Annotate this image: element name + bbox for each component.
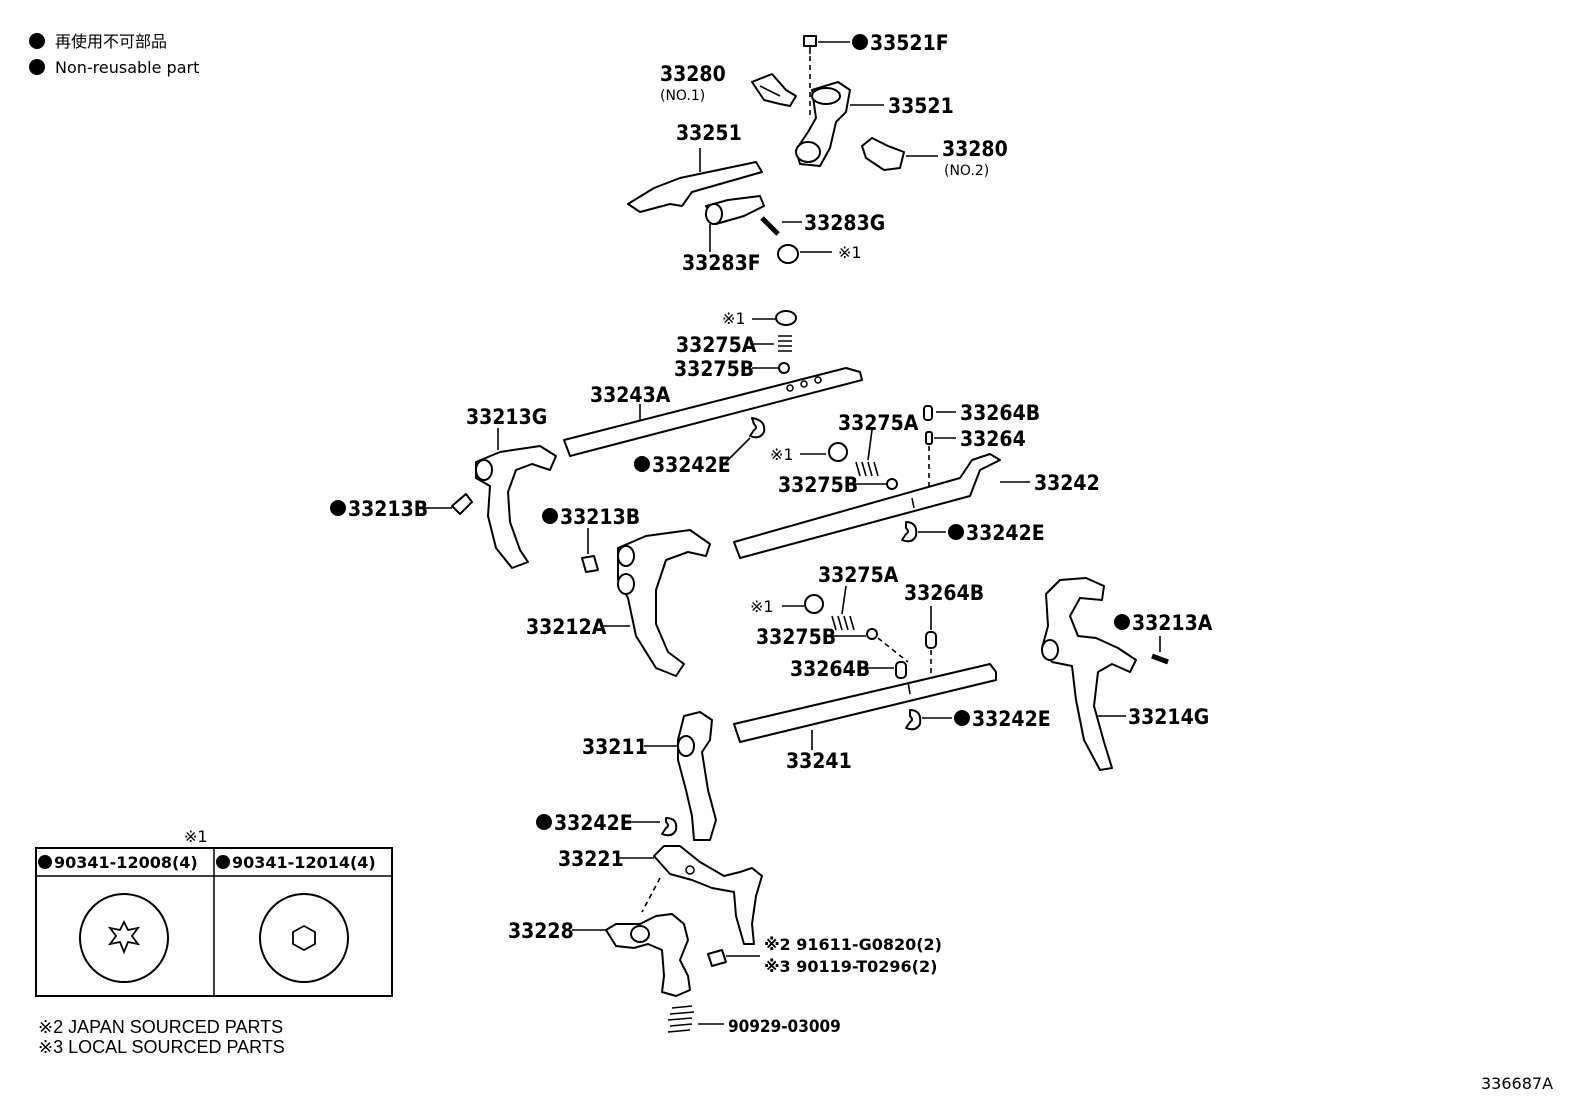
label-33251: 33251 <box>676 121 742 145</box>
label-33275B-upper: 33275B <box>674 357 754 381</box>
part-91611-bolt[interactable]: ※2 91611-G0820(2) ※3 90119-T0296(2) <box>707 935 942 976</box>
part-33275B-ball-low[interactable]: 33275B <box>756 625 909 663</box>
part-33221-lever[interactable]: 33221 <box>558 845 763 945</box>
part-33264B-pin-low-a[interactable]: 33264B <box>904 581 984 680</box>
label-33213A: 33213A <box>1132 611 1213 635</box>
label-33275A-upper: 33275A <box>676 333 757 357</box>
part-plug-ref1-mid[interactable]: ※1 <box>770 442 848 464</box>
label-90929: 90929-03009 <box>728 1017 841 1037</box>
label-33243A: 33243A <box>590 383 671 407</box>
note-local-sourced: ※3 LOCAL SOURCED PARTS <box>38 1037 285 1057</box>
part-33242E-clip-low[interactable]: 33242E <box>905 707 1051 731</box>
label-33280-no1: 33280 <box>660 62 726 86</box>
part-33242E-clip-mid[interactable]: 33242E <box>901 521 1045 545</box>
label-33212A: 33212A <box>526 615 607 639</box>
ref1-label: ※1 <box>838 243 862 262</box>
part-33275A-spring-upper[interactable]: 33275A <box>676 333 792 357</box>
label-33521F: 33521F <box>870 31 949 55</box>
ref1-label: ※1 <box>750 597 774 616</box>
ref1-right-label: 90341-12014(4) <box>232 853 376 872</box>
part-33212A-fork[interactable]: 33212A <box>526 529 711 677</box>
part-plug-ref1-low[interactable]: ※1 <box>750 594 824 616</box>
ref1-left-label: 90341-12008(4) <box>54 853 198 872</box>
part-33521-bracket[interactable]: 33521 <box>795 81 954 167</box>
non-reusable-bullet-icon <box>29 33 45 49</box>
legend: 再使用不可部品 Non-reusable part <box>29 32 199 77</box>
hex-socket-icon <box>292 924 316 952</box>
label-91611: ※2 91611-G0820(2) <box>764 935 942 954</box>
legend-english: Non-reusable part <box>55 58 199 77</box>
part-33251-lever[interactable]: 33251 <box>627 121 763 213</box>
non-reusable-bullet-icon <box>29 59 45 75</box>
part-33264B-pin-mid[interactable]: 33264B <box>923 401 1040 425</box>
label-33214G: 33214G <box>1128 705 1209 729</box>
part-33214G-fork[interactable]: 33214G <box>1041 577 1209 771</box>
label-33275A-low: 33275A <box>818 563 899 587</box>
part-33275B-ball-upper[interactable]: 33275B <box>674 357 790 381</box>
label-33521: 33521 <box>888 94 954 118</box>
torx-socket-icon <box>107 919 141 955</box>
part-90929-spring[interactable]: 90929-03009 <box>667 1005 841 1037</box>
part-33280-no2[interactable]: 33280 (NO.2) <box>861 137 1008 179</box>
part-33283G-pin[interactable]: 33283G <box>760 211 885 236</box>
label-33228: 33228 <box>508 919 574 943</box>
part-plug-ref1-top[interactable]: ※1 <box>777 243 862 264</box>
label-33280-no1-sub: (NO.1) <box>660 88 705 104</box>
ref1-box: ※1 90341-12008(4) 90341-12014(4) <box>35 827 393 997</box>
part-33275A-spring-mid[interactable]: 33275A <box>838 411 919 477</box>
ref1-label: ※1 <box>770 445 794 464</box>
label-33264B-low-a: 33264B <box>904 581 984 605</box>
label-33264B-low-b: 33264B <box>790 657 870 681</box>
part-33213G-fork[interactable]: 33213G <box>466 405 557 569</box>
label-33264B-mid: 33264B <box>960 401 1040 425</box>
part-33264-pin[interactable]: 33264 <box>925 427 1026 488</box>
label-33242E-upper: 33242E <box>652 453 731 477</box>
label-33283F: 33283F <box>682 251 761 275</box>
part-33211-lever[interactable]: 33211 <box>582 711 717 841</box>
part-33275B-ball-mid[interactable]: 33275B <box>778 473 898 497</box>
label-90119: ※3 90119-T0296(2) <box>764 957 937 976</box>
label-33213B-left: 33213B <box>348 497 428 521</box>
part-33242-shaft[interactable]: 33242 <box>733 453 1100 559</box>
part-33241-shaft[interactable]: 33241 <box>733 663 997 773</box>
note-japan-sourced: ※2 JAPAN SOURCED PARTS <box>38 1017 283 1037</box>
part-33213B-bolt-right[interactable]: 33213B <box>542 505 640 573</box>
part-33264B-pin-low-b[interactable]: 33264B <box>790 657 907 681</box>
label-33275B-mid: 33275B <box>778 473 858 497</box>
label-33213B-right: 33213B <box>560 505 640 529</box>
label-33275A-mid: 33275A <box>838 411 919 435</box>
part-33242E-clip-bottom[interactable]: 33242E <box>536 811 678 837</box>
part-33243A-shaft[interactable]: 33243A <box>563 367 863 457</box>
ref1-box-title: ※1 <box>184 827 208 846</box>
label-33275B-low: 33275B <box>756 625 836 649</box>
part-33521F-bolt[interactable]: 33521F <box>803 31 949 118</box>
ref1-label: ※1 <box>722 309 746 328</box>
label-33221: 33221 <box>558 847 624 871</box>
label-33280-no2-sub: (NO.2) <box>944 163 989 179</box>
part-33280-no1[interactable]: 33280 (NO.1) <box>660 62 797 107</box>
label-33242E-low: 33242E <box>972 707 1051 731</box>
label-33283G: 33283G <box>804 211 885 235</box>
label-33280-no2: 33280 <box>942 137 1008 161</box>
part-33213A-pin[interactable]: 33213A <box>1114 611 1213 665</box>
label-33213G: 33213G <box>466 405 547 429</box>
figure-id: 336687A <box>1481 1074 1553 1093</box>
label-33242E-bottom: 33242E <box>554 811 633 835</box>
label-33211: 33211 <box>582 735 648 759</box>
label-33242E-mid: 33242E <box>966 521 1045 545</box>
label-33241: 33241 <box>786 749 852 773</box>
label-33242: 33242 <box>1034 471 1100 495</box>
part-33275A-spring-low[interactable]: 33275A <box>818 563 899 631</box>
part-33228-lever[interactable]: 33228 <box>508 913 691 997</box>
label-33264: 33264 <box>960 427 1026 451</box>
part-plug-ref1-upper[interactable]: ※1 <box>722 309 797 328</box>
part-33283F-pin[interactable]: 33283F <box>682 195 765 275</box>
part-33213B-bolt-left[interactable]: 33213B <box>330 493 473 521</box>
legend-japanese: 再使用不可部品 <box>55 32 167 51</box>
part-33242E-clip-upper[interactable]: 33242E <box>634 417 766 477</box>
